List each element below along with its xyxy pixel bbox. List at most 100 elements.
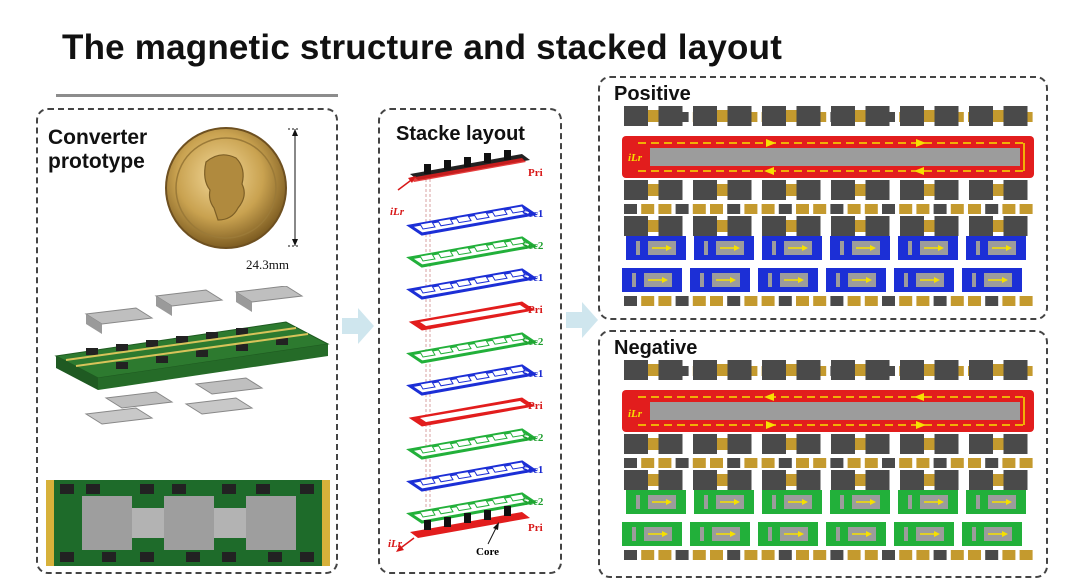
chip-icon [1003, 470, 1028, 490]
secondary-winding [622, 268, 682, 292]
chip-icon [1003, 216, 1028, 236]
chip-icon [1003, 106, 1028, 126]
page-title: The magnetic structure and stacked layou… [62, 28, 783, 67]
converter-prototype-label: Converter prototype [48, 126, 147, 174]
chip-icon [865, 180, 890, 200]
stack-layer-label: Pri [528, 522, 543, 534]
current-arrow-icon [914, 167, 924, 175]
secondary-winding [694, 236, 754, 260]
chip-icon [693, 216, 717, 236]
stack-layer-label: Sec1 [522, 272, 544, 284]
secondary-winding [898, 490, 958, 514]
flow-arrow-icon [342, 308, 374, 344]
coin-dimension-label: 24.3mm [246, 257, 289, 272]
current-arrow-icon [916, 139, 926, 147]
chip-icon [934, 180, 959, 200]
chip-icon [658, 106, 683, 126]
positive-current-label: iLr [628, 152, 643, 164]
chip-icon [727, 470, 752, 490]
chip-icon [624, 216, 648, 236]
chip-icon [762, 180, 786, 200]
stacked-layout-label: Stacke layout [396, 123, 525, 145]
chip-icon [624, 106, 648, 126]
chip-icon [624, 470, 648, 490]
chip-icon [727, 216, 752, 236]
stack-layer-label: Sec2 [522, 432, 544, 444]
chip-icon [658, 360, 683, 380]
chip-icon [693, 470, 717, 490]
chip-icon [969, 106, 993, 126]
chip-icon [934, 470, 959, 490]
negative-current-label: iLr [628, 408, 643, 420]
chip-icon [762, 216, 786, 236]
chip-icon [831, 180, 855, 200]
exploded-board-image [54, 286, 330, 425]
chip-icon [658, 434, 683, 454]
secondary-winding [762, 236, 822, 260]
stack-diagram [396, 150, 538, 552]
quarter-coin-image [165, 127, 300, 249]
chip-icon [865, 470, 890, 490]
chip-icon [796, 106, 821, 126]
chip-icon [762, 434, 786, 454]
chip-icon [934, 216, 959, 236]
secondary-winding [894, 268, 954, 292]
chip-icon [658, 470, 683, 490]
stack-layer-label: Sec1 [522, 208, 544, 220]
stack-layer-label: Sec1 [522, 368, 544, 380]
chip-icon [831, 470, 855, 490]
pcb-photo-image [46, 480, 330, 566]
chip-icon [762, 360, 786, 380]
chip-icon [865, 216, 890, 236]
negative-layout-diagram [622, 360, 1034, 560]
stack-current-label-bottom: iLr [388, 538, 403, 550]
chip-icon [624, 434, 648, 454]
flow-arrow-icon [566, 302, 598, 338]
chip-icon [1003, 180, 1028, 200]
secondary-winding [626, 490, 686, 514]
stack-layer-label: Sec1 [522, 464, 544, 476]
chip-icon [831, 360, 855, 380]
chip-icon [796, 434, 821, 454]
chip-icon [934, 106, 959, 126]
chip-icon [693, 106, 717, 126]
chip-icon [796, 470, 821, 490]
secondary-winding [966, 490, 1026, 514]
chip-icon [727, 434, 752, 454]
stack-layer-label: Pri [528, 304, 543, 316]
secondary-winding [962, 268, 1022, 292]
chip-icon [900, 216, 924, 236]
stack-layer-label: Pri [528, 167, 543, 179]
secondary-winding [626, 236, 686, 260]
chip-icon [796, 180, 821, 200]
stack-layer-label: Sec2 [522, 496, 544, 508]
chip-icon [693, 360, 717, 380]
chip-icon [900, 434, 924, 454]
converter-prototype-panel: Converter prototype 24.3mm [36, 108, 338, 574]
current-arrow-icon [764, 167, 774, 175]
chip-icon [969, 216, 993, 236]
stack-layer-label: Pri [528, 400, 543, 412]
stack-layer-label: Sec2 [522, 240, 544, 252]
negative-panel: Negative iLr [598, 330, 1048, 578]
chip-icon [693, 180, 717, 200]
secondary-winding [758, 522, 818, 546]
secondary-winding [690, 268, 750, 292]
current-arrow-icon [764, 393, 774, 401]
chip-icon [727, 360, 752, 380]
chip-icon [796, 216, 821, 236]
chip-icon [762, 470, 786, 490]
chip-icon [900, 180, 924, 200]
positive-panel: Positive iLr [598, 76, 1048, 320]
chip-icon [934, 360, 959, 380]
current-arrow-icon [914, 393, 924, 401]
stack-current-label-top: iLr [390, 206, 405, 218]
secondary-winding [622, 522, 682, 546]
secondary-winding [758, 268, 818, 292]
chip-icon [1003, 360, 1028, 380]
secondary-winding [830, 490, 890, 514]
current-arrow-icon [766, 139, 776, 147]
chip-icon [624, 360, 648, 380]
secondary-winding [966, 236, 1026, 260]
label-line-2: prototype [48, 150, 145, 173]
